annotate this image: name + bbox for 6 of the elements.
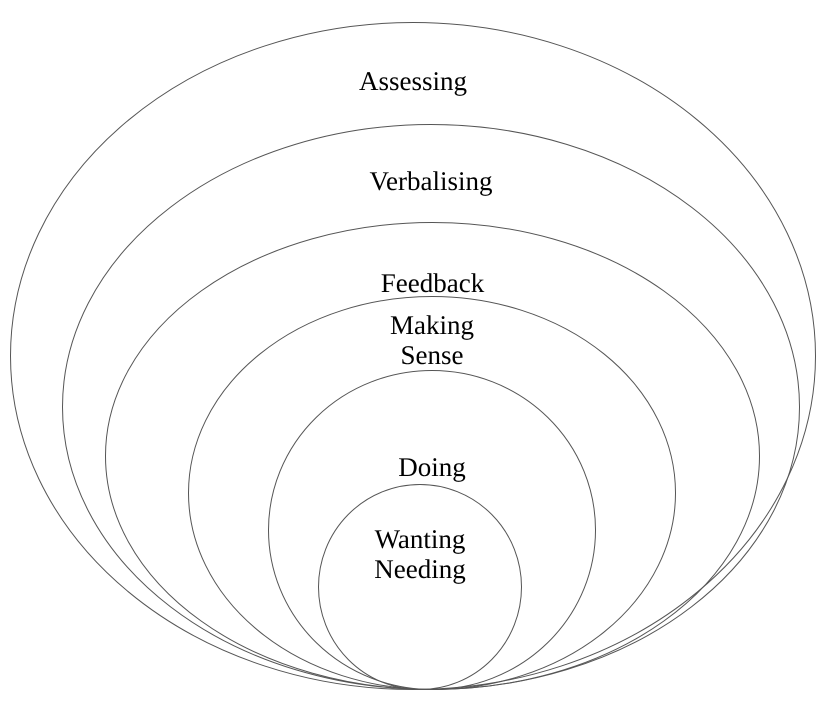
layer-label: Assessing	[358, 66, 468, 96]
layer-label: Feedback	[380, 268, 486, 298]
layer-label: Making Sense	[389, 310, 475, 370]
layer-label: Wanting Needing	[373, 524, 467, 584]
layer-label: Verbalising	[368, 166, 494, 196]
layer-label: Doing	[397, 452, 467, 482]
